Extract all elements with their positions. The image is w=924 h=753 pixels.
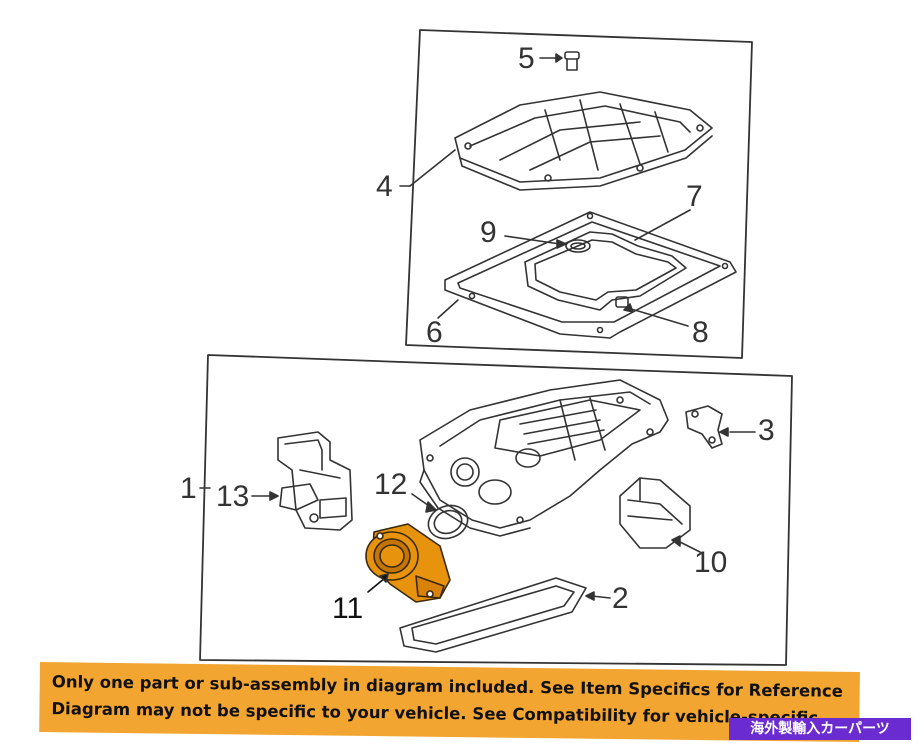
callout-5: 5 <box>518 42 535 75</box>
callout-4: 4 <box>376 170 393 203</box>
import-parts-badge: 海外製輸入カーパーツ <box>729 718 911 740</box>
callout-3: 3 <box>758 414 775 447</box>
callout-6: 6 <box>426 316 443 349</box>
callout-1: 1 <box>180 472 197 505</box>
gasket-part-6 <box>437 211 737 339</box>
intake-manifold <box>419 379 669 537</box>
callout-10: 10 <box>694 546 728 579</box>
seal-part-7 <box>524 209 691 311</box>
callout-12: 12 <box>374 468 408 501</box>
bracket-part-3 <box>685 405 756 449</box>
actuator-part-10 <box>619 477 701 553</box>
lower-gasket-part-2 <box>399 577 611 653</box>
bolt-part-5 <box>539 51 580 71</box>
callout-7: 7 <box>686 180 703 213</box>
callout-11: 11 <box>332 592 364 625</box>
callout-2: 2 <box>612 582 629 615</box>
o-ring-part-9 <box>504 235 591 253</box>
ring-gasket-part-12 <box>411 493 469 540</box>
lower-assembly-box <box>199 354 793 666</box>
callout-8: 8 <box>692 316 709 349</box>
sensor-part-13 <box>251 431 353 531</box>
upper-assembly-box <box>405 29 753 359</box>
throttle-body-part-11 <box>365 523 451 603</box>
callout-9: 9 <box>480 216 497 249</box>
callout-13: 13 <box>216 480 250 513</box>
plug-part-8 <box>615 296 689 327</box>
intake-cover-part-4 <box>399 91 713 191</box>
